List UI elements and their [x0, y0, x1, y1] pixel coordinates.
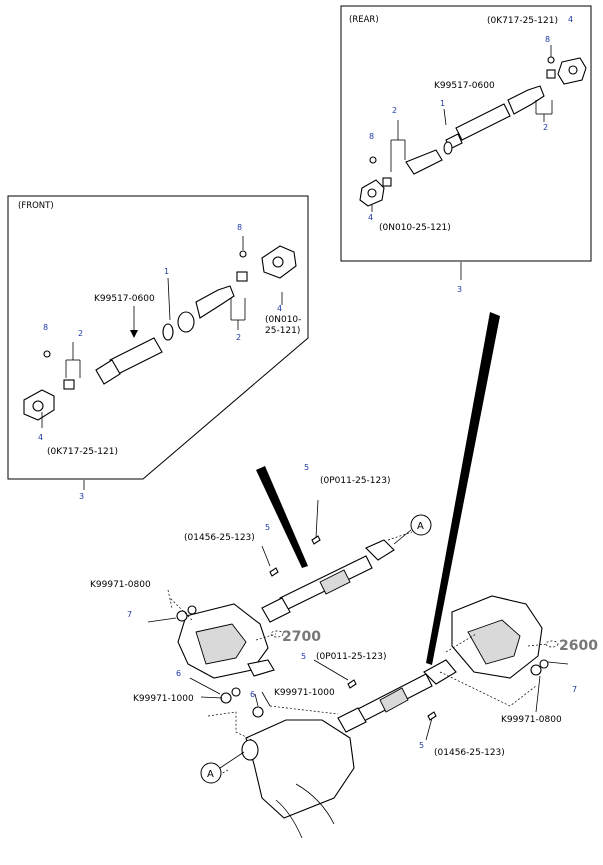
main-num-5c: 5 [301, 652, 306, 661]
front-box: (FRONT) K99517-0600 (0N010- 25-121) (0K7… [7, 195, 309, 501]
main-num-5b: 5 [265, 523, 270, 532]
front-label-25-121: 25-121) [265, 326, 300, 336]
rear-box-frame [340, 5, 592, 262]
main-label-k99971-0800-rear: K99971-0800 [501, 715, 562, 725]
front-num-8b: 8 [43, 323, 48, 332]
main-label-k99971-1000-left: K99971-1000 [133, 694, 194, 704]
front-label-0k717: (0K717-25-121) [47, 447, 118, 457]
main-num-5d: 5 [419, 741, 424, 750]
rear-box: (REAR) (0K717-25-121) K99517-0600 (0N010… [340, 5, 592, 294]
rear-label-0k717: (0K717-25-121) [487, 16, 558, 26]
ref-2700: 2700 [282, 629, 321, 645]
main-label-01456-top: (01456-25-123) [184, 533, 255, 543]
front-box-frame [7, 195, 309, 480]
main-label-0p011-top: (0P011-25-123) [320, 476, 390, 486]
front-shaft-drawing [23, 236, 297, 428]
front-num-1: 1 [164, 267, 169, 276]
front-num-2b: 2 [78, 329, 83, 338]
rear-num-1: 1 [440, 99, 445, 108]
callout-a-top [410, 514, 432, 536]
front-label-k99517: K99517-0600 [94, 294, 155, 304]
main-num-6a: 6 [176, 669, 181, 678]
front-box-title: (FRONT) [18, 201, 54, 211]
main-label-0p011-bottom: (0P011-25-123) [316, 652, 386, 662]
callout-a-bottom-label: A [207, 769, 214, 780]
rear-label-k99517: K99517-0600 [434, 81, 495, 91]
main-label-k99971-0800-front: K99971-0800 [90, 580, 151, 590]
rear-num-4b: 4 [368, 213, 373, 222]
rear-leader-wedge [426, 312, 500, 665]
rear-label-0n010: (0N010-25-121) [379, 223, 451, 233]
rear-num-8b: 8 [369, 132, 374, 141]
main-label-k99971-1000-right: K99971-1000 [274, 688, 335, 698]
front-num-8a: 8 [237, 223, 242, 232]
front-num-4b: 4 [38, 433, 43, 442]
transfer-case [245, 719, 355, 819]
main-num-5a: 5 [304, 463, 309, 472]
rear-num-8a: 8 [545, 35, 550, 44]
rear-num-2a: 2 [392, 106, 397, 115]
callout-a-bottom [200, 762, 222, 784]
main-num-6b: 6 [250, 690, 255, 699]
main-num-7b: 7 [572, 685, 577, 694]
rear-shaft-drawing [359, 45, 587, 212]
front-num-2a: 2 [236, 333, 241, 342]
main-assembly: A A [147, 499, 569, 839]
rear-num-2b: 2 [543, 123, 548, 132]
front-label-0n010: (0N010- [265, 315, 301, 325]
ref-2600: 2600 [559, 638, 598, 654]
main-num-7a: 7 [127, 610, 132, 619]
front-num-4a: 4 [277, 304, 282, 313]
front-num-3: 3 [79, 492, 84, 501]
rear-num-4a: 4 [568, 15, 573, 24]
front-leader-wedge [256, 466, 308, 568]
callout-a-top-label: A [417, 521, 424, 532]
main-label-01456-bottom: (01456-25-123) [434, 748, 505, 758]
rear-num-3: 3 [457, 285, 462, 294]
rear-box-title: (REAR) [349, 15, 379, 25]
